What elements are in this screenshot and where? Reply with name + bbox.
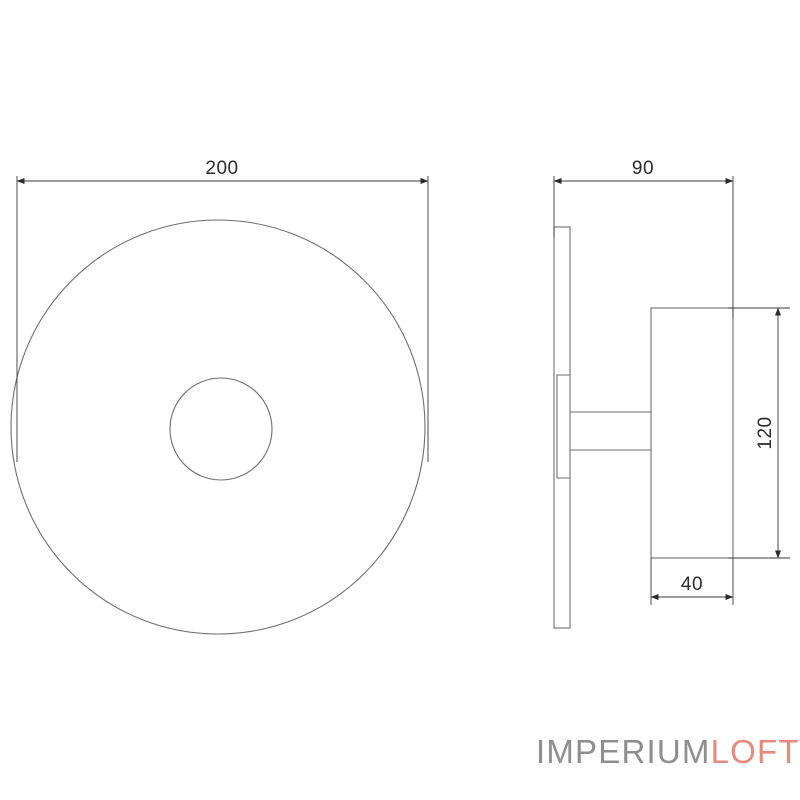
inner-circle-outline [169, 377, 273, 481]
imperiumloft-logo: IMPERIUMLOFT [536, 733, 800, 770]
dimension-depth-90: 90 [553, 158, 734, 318]
mounting-plate [553, 226, 571, 629]
mounting-plate-notch-detail [556, 374, 570, 479]
dimension-label-200: 200 [205, 158, 238, 179]
front-view [10, 219, 426, 635]
dimension-width-200: 200 [16, 158, 429, 462]
dimension-label-90: 90 [632, 158, 654, 179]
side-view [553, 226, 734, 629]
body-box [650, 307, 734, 559]
logo-accent-text: LOFT [711, 733, 800, 770]
dimension-label-120: 120 [755, 416, 776, 449]
dimension-height-120: 120 [728, 307, 790, 559]
outer-disc-outline [10, 219, 426, 635]
dimension-label-40: 40 [681, 574, 703, 595]
logo-wordmark: IMPERIUMLOFT [536, 733, 800, 770]
logo-primary-text: IMPERIUM [536, 733, 711, 770]
dimension-width-40: 40 [650, 558, 734, 605]
